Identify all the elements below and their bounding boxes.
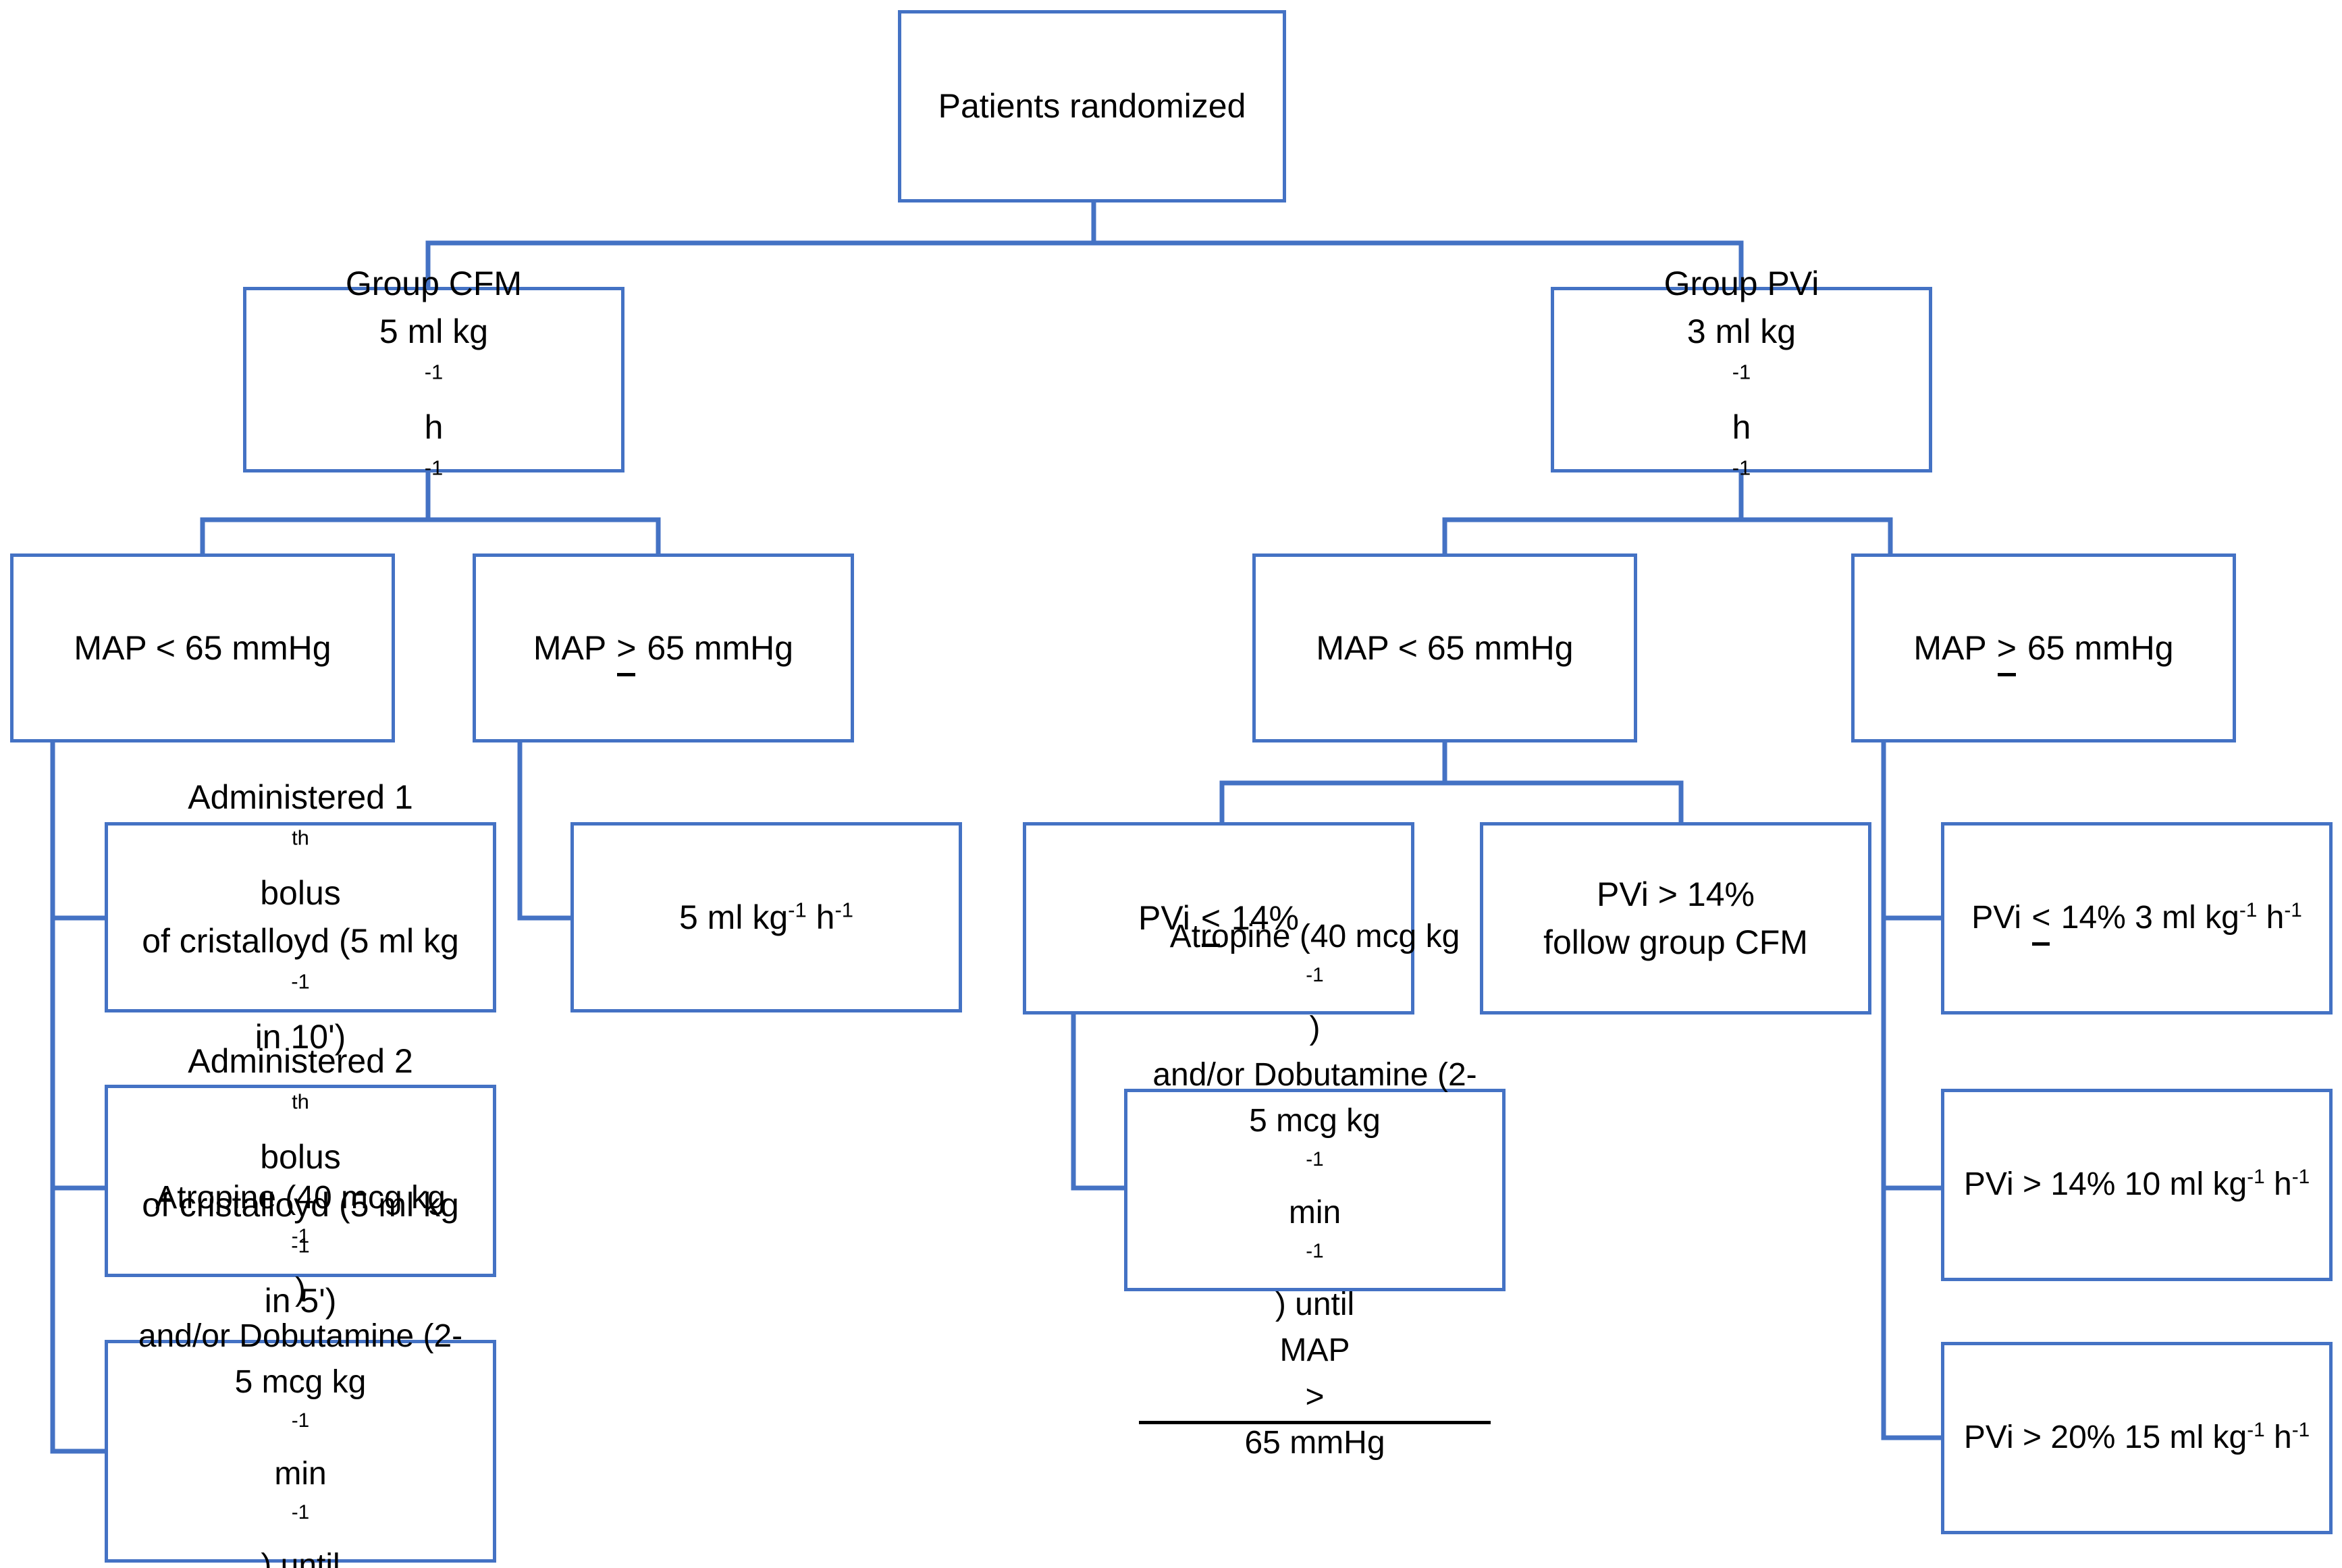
node-cfm-map-low[interactable]: MAP < 65 mmHg (10, 553, 395, 742)
node-cfm-bolus-1-line2: of cristalloyd (5 ml kg-1 (142, 922, 459, 994)
node-patients-randomized[interactable]: Patients randomized (898, 10, 1286, 202)
less-equal-icon: < (2030, 895, 2052, 946)
node-cfm-bolus-2-line3: in 5') (264, 1281, 337, 1320)
node-cfm-atropine-line2: and/or Dobutamine (2- (138, 1318, 463, 1354)
node-pvi-map-high-label: MAP > 65 mmHg (1864, 624, 2223, 676)
node-pvi-rate-le-14[interactable]: PVi < 14% 3 ml kg-1 h-1 (1941, 822, 2333, 1015)
less-equal-icon: < (1200, 894, 1222, 947)
node-pvi-map-low[interactable]: MAP < 65 mmHg (1252, 553, 1637, 742)
node-pvi-gt-14-follow[interactable]: PVi > 14% follow group CFM (1480, 822, 1871, 1015)
node-group-cfm[interactable]: Group CFM 5 ml kg-1 h-1 (243, 265, 624, 478)
node-pvi-gt-14-follow-line1: PVi > 14% (1597, 875, 1755, 913)
node-cfm-atropine[interactable]: Atropine (40 mcg kg-1) and/or Dobutamine… (105, 1180, 496, 1568)
node-group-pvi[interactable]: Group PVi 3 ml kg-1 h-1 (1551, 265, 1932, 478)
node-pvi-atropine-line1: Atropine (40 mcg kg-1) (1169, 919, 1460, 1047)
node-pvi-atropine[interactable]: Atropine (40 mcg kg-1) and/or Dobutamine… (1124, 919, 1506, 1461)
node-cfm-map-low-label: MAP < 65 mmHg (74, 628, 331, 667)
node-patients-randomized-label: Patients randomized (938, 87, 1246, 125)
node-pvi-atropine-line4: MAP > 65 mmHg (1137, 1328, 1493, 1465)
node-pvi-map-low-label: MAP < 65 mmHg (1316, 628, 1574, 667)
node-cfm-atropine-line3: 5 mcg kg-1 min-1) until (234, 1363, 367, 1568)
node-group-pvi-rate: 3 ml kg-1 h-1 (1686, 313, 1797, 480)
node-pvi-rate-gt-20-label: PVi > 20% 15 ml kg-1 h-1 (1963, 1419, 2310, 1456)
node-cfm-maintain-rate-label: 5 ml kg-1 h-1 (678, 897, 854, 936)
node-pvi-atropine-line2: and/or Dobutamine (2- (1152, 1056, 1477, 1093)
node-group-cfm-rate: 5 ml kg-1 h-1 (379, 313, 489, 480)
node-pvi-atropine-line3: 5 mcg kg-1 min-1) until (1249, 1102, 1381, 1323)
node-pvi-rate-gt-14[interactable]: PVi > 14% 10 ml kg-1 h-1 (1941, 1089, 2333, 1281)
node-cfm-map-high-label: MAP > 65 mmHg (485, 624, 841, 676)
node-pvi-rate-le-14-label: PVi < 14% 3 ml kg-1 h-1 (1954, 895, 2320, 946)
node-cfm-maintain-rate[interactable]: 5 ml kg-1 h-1 (570, 822, 962, 1012)
node-pvi-gt-14-follow-line2: follow group CFM (1543, 923, 1808, 961)
node-pvi-le-14-label: PVi < 14% (1036, 894, 1402, 947)
greater-equal-icon: > (1996, 624, 2018, 676)
node-cfm-bolus-2-line2: of cristalloyd (5 ml kg-1 (142, 1185, 459, 1257)
node-pvi-rate-gt-20[interactable]: PVi > 20% 15 ml kg-1 h-1 (1941, 1342, 2333, 1534)
greater-equal-icon: > (1137, 1374, 1493, 1425)
greater-equal-icon: > (615, 624, 637, 676)
node-pvi-map-high[interactable]: MAP > 65 mmHg (1851, 553, 2236, 742)
node-cfm-atropine-line1: Atropine (40 mcg kg-1) (155, 1180, 446, 1308)
node-cfm-map-high[interactable]: MAP > 65 mmHg (473, 553, 854, 742)
node-pvi-rate-gt-14-label: PVi > 14% 10 ml kg-1 h-1 (1963, 1166, 2310, 1203)
node-group-pvi-title: Group PVi (1664, 265, 1819, 302)
node-group-cfm-title: Group CFM (345, 265, 523, 302)
node-cfm-bolus-1-line3: in 10') (255, 1018, 346, 1056)
node-pvi-le-14[interactable]: PVi < 14% (1023, 822, 1414, 1015)
